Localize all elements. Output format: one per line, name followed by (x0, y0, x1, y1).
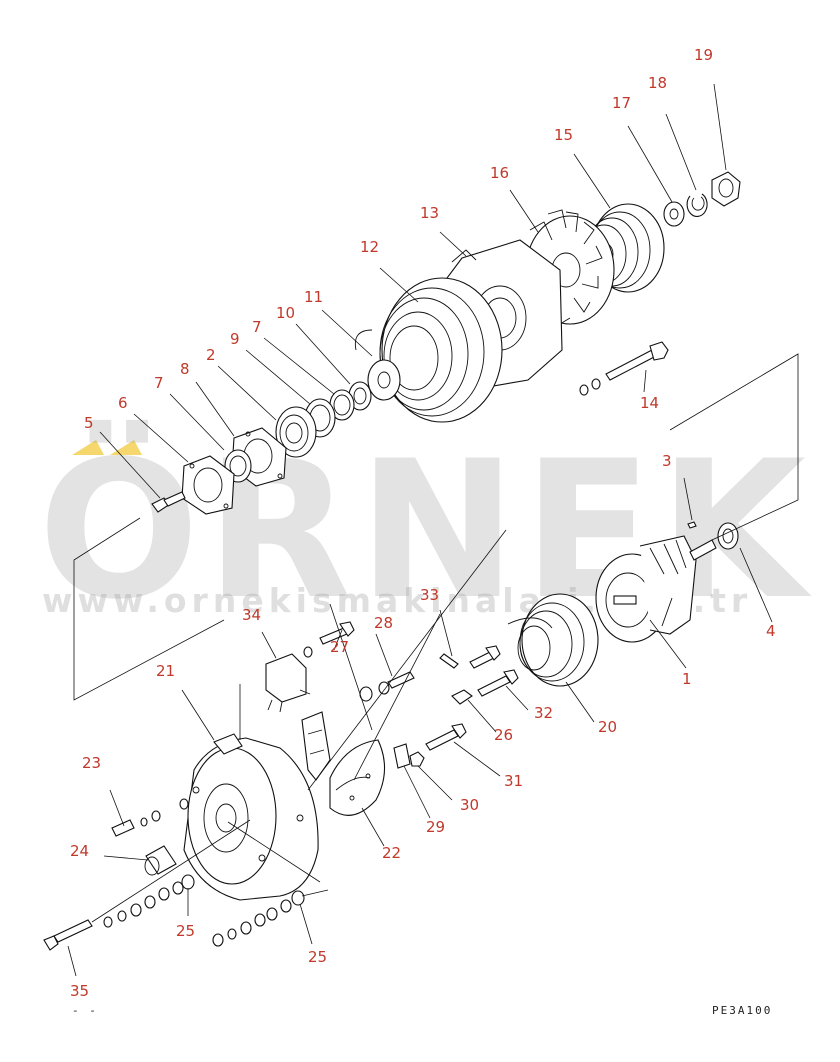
part-35-long-bolt (43, 919, 93, 951)
callout-29: 29 (426, 818, 445, 836)
callout-22: 22 (382, 844, 401, 862)
watermark: ÖRNEK www.ornekismakinalari.com.tr (38, 419, 806, 641)
part-4-collar (717, 522, 739, 550)
callout-11: 11 (304, 288, 323, 306)
callout-12: 12 (360, 238, 379, 256)
part-5-screw (151, 491, 186, 513)
callout-13: 13 (420, 204, 439, 222)
part-brush-holder (301, 711, 331, 781)
callout-27: 27 (330, 638, 349, 656)
callout-30: 30 (460, 796, 479, 814)
callout-26: 26 (494, 726, 513, 744)
callout-25-right: 25 (308, 948, 327, 966)
leader-lines (67, 83, 799, 977)
upper-assembly (151, 171, 741, 515)
part-3-key (687, 521, 697, 529)
callout-18: 18 (648, 74, 667, 92)
middle-assembly (265, 521, 739, 816)
callout-33: 33 (420, 586, 439, 604)
part-34-regulator (265, 653, 311, 713)
part-bearing (275, 406, 317, 458)
part-1-rotor (595, 535, 717, 643)
callout-4: 4 (766, 622, 776, 640)
callout-7-lower: 7 (154, 374, 164, 392)
callout-24: 24 (70, 842, 89, 860)
part-32-bolt (477, 669, 519, 697)
callout-32: 32 (534, 704, 553, 722)
callout-15: 15 (554, 126, 573, 144)
part-11-retainer-plate (367, 359, 401, 401)
lower-assembly (43, 733, 319, 951)
part-17-washer (663, 201, 685, 227)
callout-20: 20 (598, 718, 617, 736)
callout-23: 23 (82, 754, 101, 772)
callout-7-upper: 7 (252, 318, 262, 336)
part-29-terminal (393, 743, 411, 769)
callout-2: 2 (206, 346, 216, 364)
part-bolt-upper (469, 645, 501, 669)
part-31-bolt (425, 723, 467, 751)
callout-9: 9 (230, 330, 240, 348)
part-14-through-bolt (579, 341, 669, 396)
part-21-rear-housing (183, 733, 319, 901)
callout-3: 3 (662, 452, 672, 470)
part-22-rectifier (329, 739, 386, 816)
callout-10: 10 (276, 304, 295, 322)
part-18-lock-washer (686, 193, 708, 218)
callout-16: 16 (490, 164, 509, 182)
callout-31: 31 (504, 772, 523, 790)
part-25-nuts-left (103, 874, 195, 928)
callout-6: 6 (118, 394, 128, 412)
corner-mark: - - (72, 1004, 98, 1017)
part-7-ring-upper (329, 389, 355, 421)
part-24-capacitor (144, 845, 177, 876)
watermark-accent-left (72, 440, 104, 455)
callout-28: 28 (374, 614, 393, 632)
part-23-screw (111, 798, 189, 837)
part-10-spacer (348, 381, 372, 411)
part-27-screw (303, 621, 355, 658)
callout-21: 21 (156, 662, 175, 680)
part-30-nut (409, 751, 425, 767)
callout-34: 34 (242, 606, 261, 624)
part-6-bearing-cover (181, 455, 235, 515)
callout-19: 19 (694, 46, 713, 64)
drawing-code: PE3A100 (712, 1004, 772, 1017)
part-25-nuts-right (212, 890, 305, 947)
callout-17: 17 (612, 94, 631, 112)
part-26-clip (451, 689, 473, 705)
callout-25-left: 25 (176, 922, 195, 940)
callout-35: 35 (70, 982, 89, 1000)
part-12-stator (354, 277, 503, 423)
callout-1: 1 (682, 670, 692, 688)
part-20-rear-housing (507, 593, 599, 687)
part-19-nut (711, 171, 741, 207)
callout-8: 8 (180, 360, 190, 378)
callout-5: 5 (84, 414, 94, 432)
callout-14: 14 (640, 394, 659, 412)
callout-labels: 19 18 17 15 16 13 12 11 10 7 9 2 8 7 6 5… (70, 46, 776, 1000)
part-33-pin (439, 653, 459, 669)
